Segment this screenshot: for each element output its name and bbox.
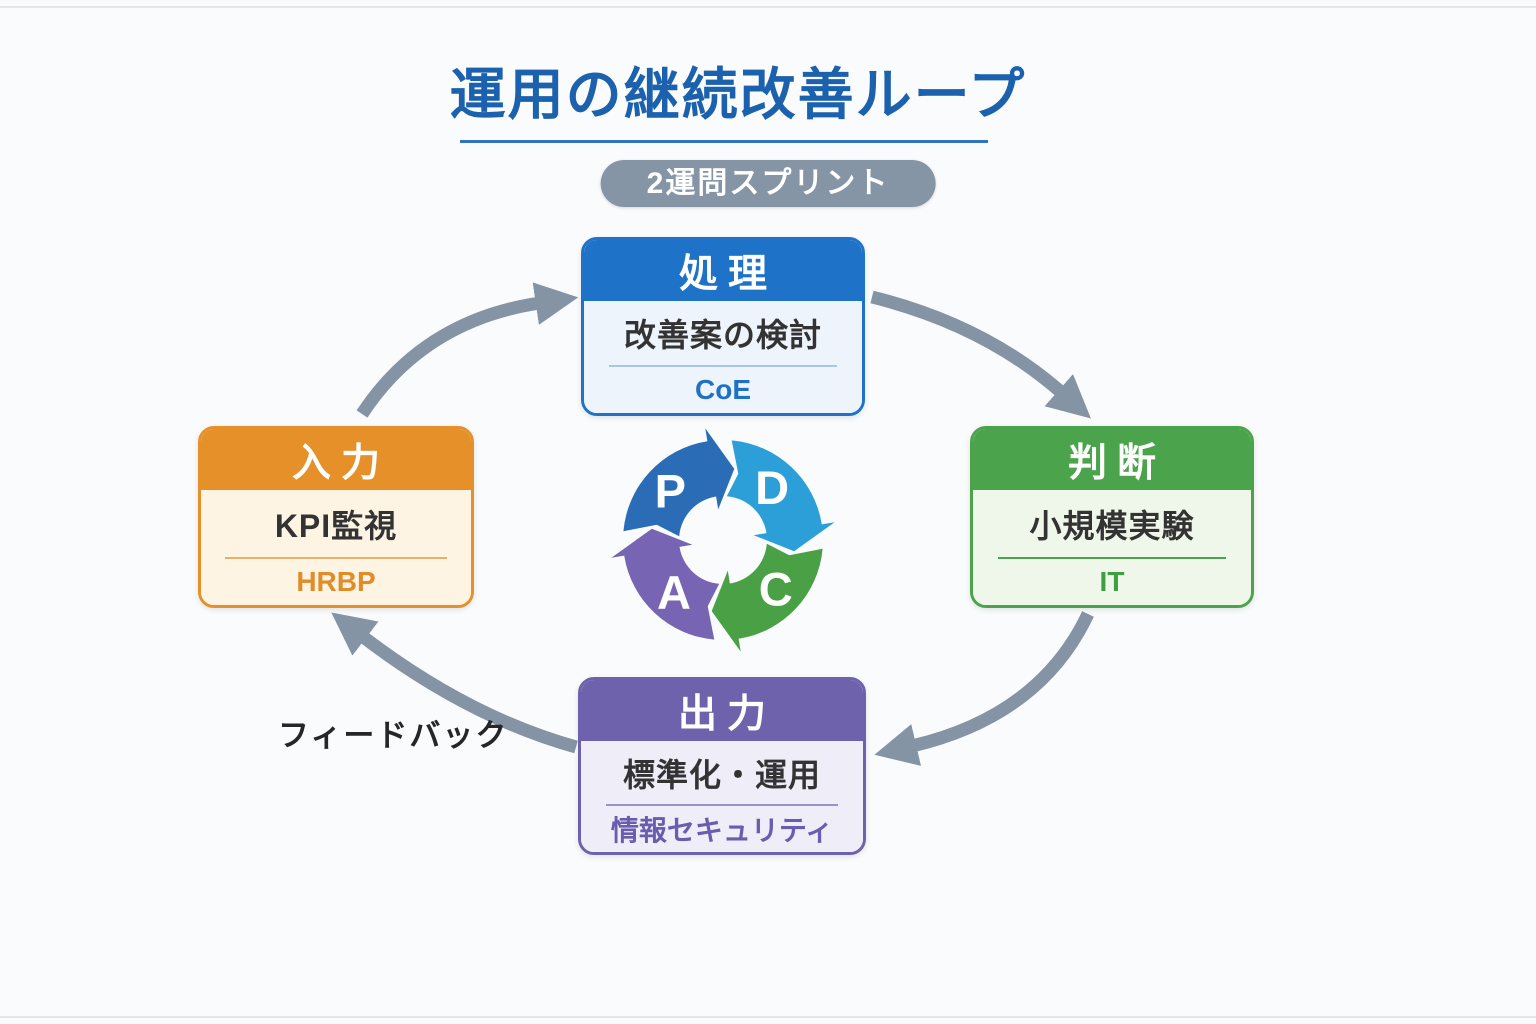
pdca-letter-a: A bbox=[657, 566, 691, 619]
node-process-owner: CoE bbox=[695, 374, 751, 405]
pdca-letter-d: D bbox=[755, 461, 789, 514]
bottom-edge-divider bbox=[0, 1016, 1536, 1018]
pdca-segment-plan-icon bbox=[623, 428, 735, 537]
node-judge-title: 判断 bbox=[973, 429, 1251, 490]
node-process-task: 改善案の検討 bbox=[623, 317, 822, 353]
node-judge-body: 小規模実験 IT bbox=[973, 490, 1251, 605]
node-judge: 判断 小規模実験 IT bbox=[970, 426, 1254, 608]
node-output-divider bbox=[606, 804, 838, 806]
top-edge-divider bbox=[0, 6, 1536, 8]
pdca-segment-act-icon bbox=[611, 528, 720, 640]
arrow-judge-to-output-icon bbox=[874, 611, 1094, 766]
node-judge-owner: IT bbox=[1099, 566, 1125, 597]
node-output-task: 標準化・運用 bbox=[622, 756, 821, 793]
pdca-wheel: P D C A bbox=[611, 428, 835, 652]
arrow-output-to-input-feedback-icon bbox=[331, 612, 578, 754]
node-output-title: 出力 bbox=[581, 680, 863, 741]
node-output-body: 標準化・運用 情報セキュリティ bbox=[581, 741, 863, 852]
node-process-body: 改善案の検討 CoE bbox=[584, 301, 862, 413]
node-input: 入力 KPI監視 HRBP bbox=[198, 426, 474, 608]
node-judge-divider bbox=[998, 557, 1226, 559]
node-input-title: 入力 bbox=[201, 429, 471, 490]
node-input-owner: HRBP bbox=[296, 566, 376, 597]
pdca-letter-p: P bbox=[655, 464, 686, 517]
node-process-divider bbox=[609, 365, 837, 367]
arrow-process-to-judge-icon bbox=[870, 290, 1091, 419]
pdca-letter-c: C bbox=[759, 563, 793, 616]
node-process: 処理 改善案の検討 CoE bbox=[581, 237, 865, 416]
node-output: 出力 標準化・運用 情報セキュリティ bbox=[578, 677, 866, 855]
title-underline bbox=[460, 140, 988, 143]
node-output-owner: 情報セキュリティ bbox=[610, 815, 834, 846]
feedback-label: フィードバック bbox=[278, 718, 509, 753]
node-process-title: 処理 bbox=[584, 240, 862, 301]
node-input-task: KPI監視 bbox=[274, 507, 398, 544]
pdca-segment-check-icon bbox=[711, 543, 823, 652]
node-judge-task: 小規模実験 bbox=[1029, 507, 1195, 544]
node-input-divider bbox=[225, 557, 447, 559]
page-title: 運用の継続改善ループ bbox=[449, 63, 1027, 126]
arrow-input-to-process-icon bbox=[356, 282, 579, 418]
node-input-body: KPI監視 HRBP bbox=[201, 490, 471, 605]
sprint-badge: 2運問スプリント bbox=[600, 160, 936, 207]
pdca-segment-do-icon bbox=[726, 440, 835, 552]
